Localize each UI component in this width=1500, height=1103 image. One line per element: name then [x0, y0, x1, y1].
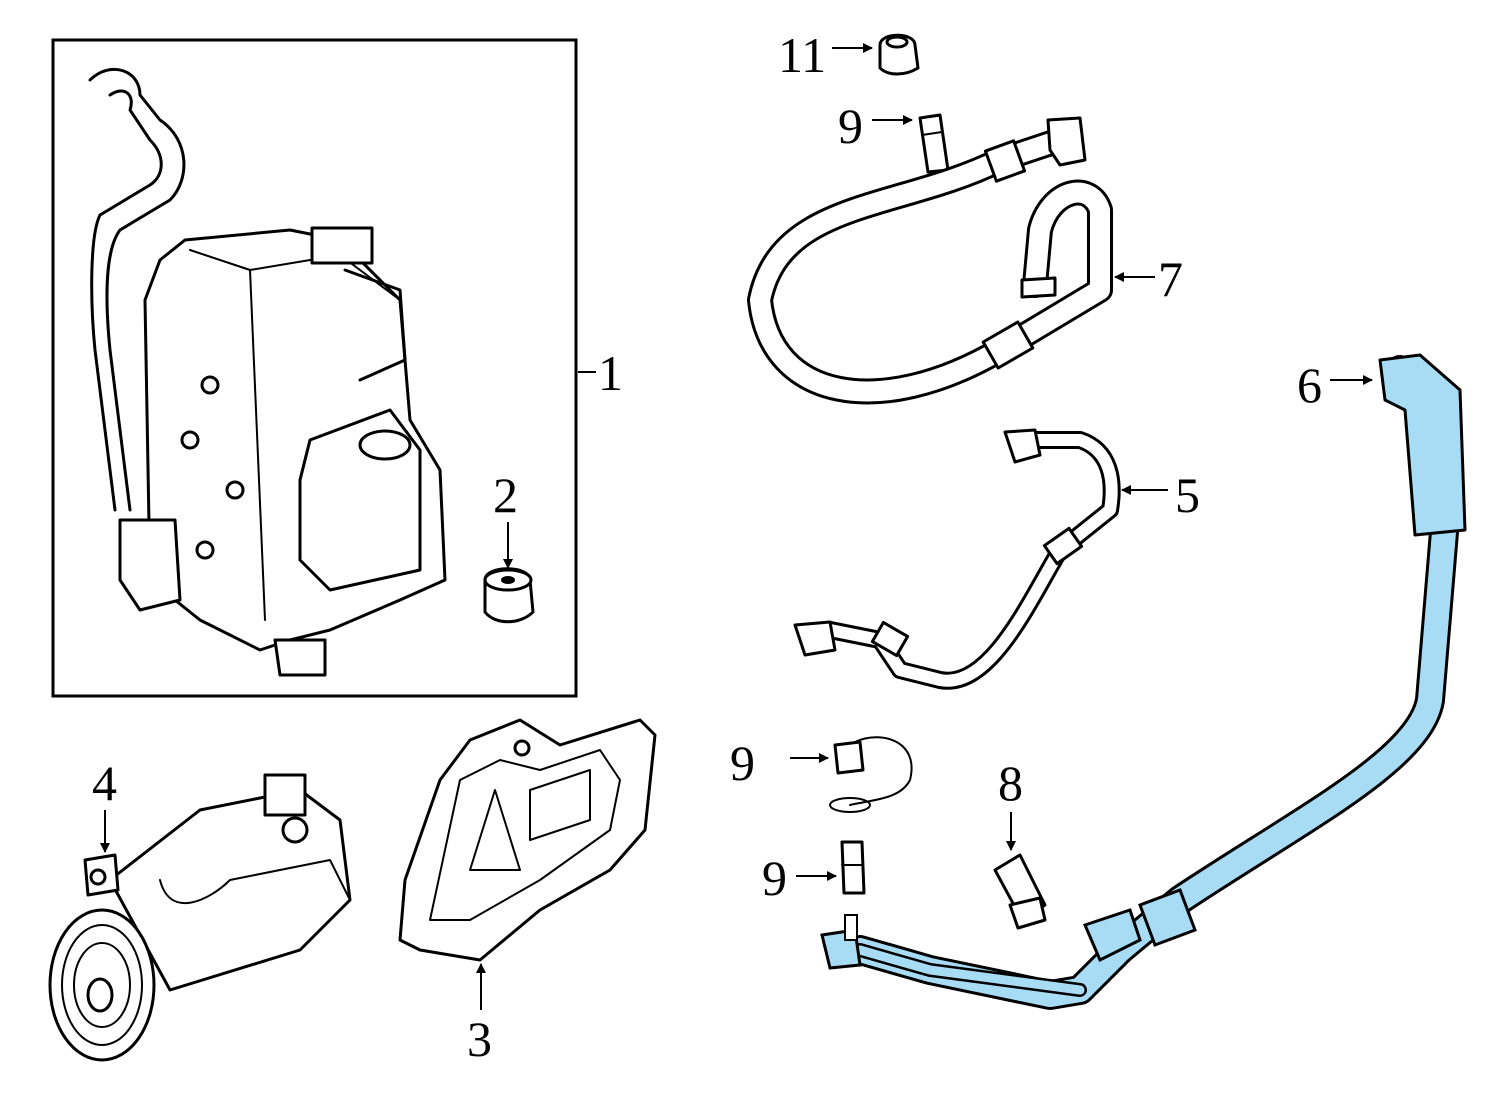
part-1-compressor-assembly[interactable] [51, 38, 578, 698]
part-4-ac-compressor[interactable] [48, 773, 352, 1062]
callout-9-upper: 9 [838, 98, 863, 154]
callout-1: 1 [598, 345, 623, 401]
part-11-cap[interactable] [878, 33, 920, 76]
part-10-service-cap-with-seal[interactable] [829, 736, 913, 813]
part-8-pressure-switch[interactable] [993, 853, 1047, 930]
callout-6: 6 [1297, 357, 1322, 413]
part-7-ac-hose-assembly[interactable] [747, 116, 1113, 405]
part-9-service-valve-upper[interactable] [918, 113, 950, 174]
part-3-mounting-bracket[interactable] [398, 718, 657, 962]
callout-8: 8 [998, 755, 1023, 811]
callout-5: 5 [1175, 467, 1200, 523]
part-6-ac-hose-highlighted[interactable] [820, 353, 1467, 1010]
callout-11: 11 [778, 27, 826, 83]
callout-9-lower-label: 9 [762, 850, 787, 906]
part-9-service-valve-lower[interactable] [840, 840, 866, 895]
callout-4: 4 [92, 755, 117, 811]
part-5-ac-line[interactable] [793, 428, 1121, 690]
callout-10: 9 [730, 735, 755, 791]
callout-2: 2 [493, 467, 518, 523]
callout-7: 7 [1158, 251, 1183, 307]
part-2-bushing[interactable] [483, 567, 535, 624]
callout-3: 3 [467, 1011, 492, 1067]
